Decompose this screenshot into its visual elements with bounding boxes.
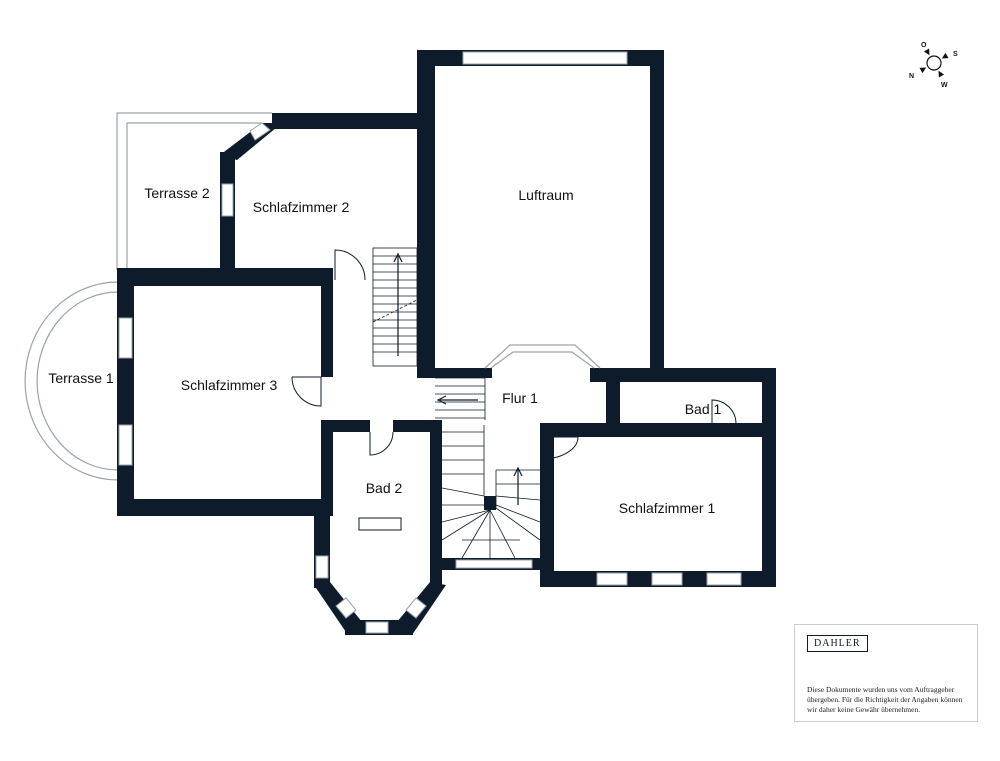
compass-w: W [941, 82, 948, 89]
walls [117, 50, 776, 635]
compass-n: N [909, 73, 914, 80]
label-flur-1: Flur 1 [502, 390, 538, 406]
label-bad-1: Bad 1 [685, 401, 722, 417]
label-terrasse-1: Terrasse 1 [48, 370, 114, 386]
windows [118, 51, 742, 634]
compass-o: O [921, 42, 927, 49]
brand-logo: DAHLER [807, 635, 868, 652]
label-schlafzimmer-2: Schlafzimmer 2 [253, 199, 350, 215]
compass-icon [919, 48, 949, 78]
label-schlafzimmer-1: Schlafzimmer 1 [619, 500, 716, 516]
disclaimer-text: Diese Dokumente wurden uns vom Auftragge… [807, 685, 963, 714]
compass-s: S [953, 51, 958, 58]
room-labels: Luftraum Terrasse 2 Schlafzimmer 2 Terra… [48, 185, 721, 516]
label-bad-2: Bad 2 [366, 480, 403, 496]
label-luftraum: Luftraum [518, 187, 573, 203]
terrace-outlines [24, 112, 272, 481]
bay-window [484, 344, 601, 369]
label-terrasse-2: Terrasse 2 [144, 185, 210, 201]
staircase [372, 247, 541, 559]
legend-box: DAHLER Diese Dokumente wurden uns vom Au… [794, 624, 978, 722]
doors [291, 249, 737, 531]
label-schlafzimmer-3: Schlafzimmer 3 [181, 377, 278, 393]
